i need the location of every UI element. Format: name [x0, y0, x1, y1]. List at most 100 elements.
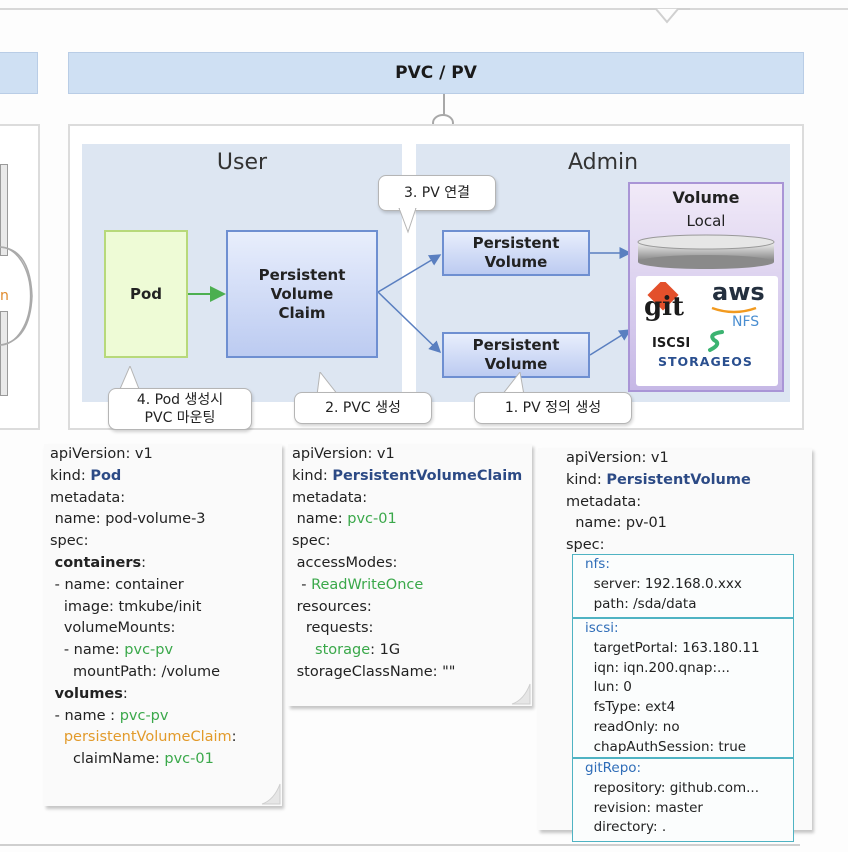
- pv-nfs-line-token: server: 192.168.0.xxx: [585, 575, 742, 592]
- header-connector-line: [443, 94, 445, 116]
- pvc-yaml-line: storage: 1G: [292, 640, 522, 662]
- pv1-label-2: Volume: [484, 253, 548, 271]
- pod-yaml-line: mountPath: /volume: [50, 662, 237, 684]
- pod-yaml-line-token: name: pod-volume-3: [50, 511, 206, 528]
- pod-yaml-line-token: containers: [54, 554, 142, 571]
- pvc-yaml-line-token: name:: [292, 511, 348, 528]
- pvc-yaml-page-curl: [511, 683, 531, 705]
- top-notch: [640, 8, 690, 24]
- pv-iscsi-line: lun: 0: [585, 678, 793, 698]
- pvc-yaml-line: storageClassName: "": [292, 662, 522, 684]
- pvc-yaml-line-token: kind:: [292, 467, 333, 484]
- pod-yaml-line: volumeMounts:: [50, 618, 237, 640]
- pvc-yaml-line-token: pvc-01: [347, 511, 397, 528]
- git-logo-text: git: [644, 292, 685, 322]
- pod-yaml-line-token: - name: container: [50, 576, 184, 593]
- left-panel-fragment: n: [0, 124, 40, 430]
- callout-pod-mount: 4. Pod 생성시 PVC 마운팅: [108, 388, 252, 430]
- pod-yaml-line-token: persistentVolumeClaim: [63, 729, 232, 746]
- pv-yaml-line-token: spec:: [566, 537, 605, 554]
- pod-yaml-line-token: :: [141, 554, 147, 571]
- storageos-logo-text: STORAGEOS: [658, 354, 753, 369]
- pod-yaml-line-token: - name:: [50, 642, 125, 659]
- arrow-pvc-to-pv2: [377, 291, 442, 354]
- pod-yaml-line: apiVersion: v1: [50, 444, 237, 466]
- pod-yaml-line-token: pvc-pv: [124, 642, 174, 659]
- pod-yaml-line: name: pod-volume-3: [50, 509, 237, 531]
- flow-arrows: [188, 247, 632, 356]
- pv-gitrepo-line: repository: github.com...: [585, 779, 793, 799]
- pod-yaml-line-token: apiVersion: v1: [50, 446, 153, 462]
- header-bar: PVC / PV: [68, 52, 804, 94]
- pvc-yaml-line: kind: PersistentVolumeClaim: [292, 466, 522, 488]
- volume-box: Volume Local git aws NFS ISCSI STORAGEOS: [628, 182, 784, 392]
- pv-iscsi-line-token: readOnly: no: [585, 718, 680, 735]
- pvc-yaml-line-token: requests:: [292, 620, 374, 637]
- left-circle-fragment: [0, 246, 33, 346]
- pv-box-2: Persistent Volume: [442, 332, 590, 378]
- pv-nfs-line: path: /sda/data: [585, 595, 793, 615]
- pv-yaml-line: metadata:: [566, 492, 751, 514]
- pod-yaml-line-token: :: [122, 685, 128, 702]
- callout-pvc-create-text: 2. PVC 생성: [325, 400, 401, 416]
- pod-yaml-line-token: [50, 729, 64, 745]
- pvc-yaml-line-token: ReadWriteOnce: [311, 576, 424, 593]
- pod-yaml-line-token: - name :: [50, 707, 120, 724]
- pv-yaml-line-token: apiVersion: v1: [566, 450, 669, 466]
- pod-yaml-line: - name: pvc-pv: [50, 640, 237, 662]
- pv-gitrepo-line-token: gitRepo:: [585, 760, 642, 776]
- pvc-yaml-line-token: storage: [315, 642, 371, 659]
- volume-local-label: Local: [686, 212, 726, 230]
- pv1-label-1: Persistent: [472, 234, 560, 252]
- left-box-fragment-bottom: [0, 311, 8, 396]
- pvc-yaml-line: resources:: [292, 597, 522, 619]
- pv2-label-2: Volume: [484, 355, 548, 373]
- pod-yaml-line: - name : pvc-pv: [50, 706, 237, 728]
- pvc-yaml-line: metadata:: [292, 488, 522, 510]
- pod-yaml-line: image: tmkube/init: [50, 597, 237, 619]
- arrow-pv2-to-volume: [589, 329, 632, 356]
- aws-smile-icon: [711, 306, 757, 314]
- pv-iscsi-section: iscsi: targetPortal: 163.180.11 iqn: iqn…: [572, 618, 794, 758]
- pod-yaml-line-token: metadata:: [50, 489, 126, 506]
- aws-logo-text: aws: [712, 278, 765, 306]
- pvc-yaml-line: name: pvc-01: [292, 509, 522, 531]
- pvc-yaml-line: - ReadWriteOnce: [292, 575, 522, 597]
- pv-gitrepo-line-token: revision: master: [585, 799, 703, 816]
- pvc-yaml-line: accessModes:: [292, 553, 522, 575]
- pod-yaml-line-token: mountPath: /volume: [50, 663, 221, 680]
- pv-yaml-line-token: metadata:: [566, 493, 642, 510]
- pod-yaml-line-token: claimName:: [50, 751, 165, 768]
- volume-title: Volume: [672, 188, 740, 207]
- pv-iscsi-line: iscsi:: [585, 619, 793, 639]
- storage-logos: git aws NFS ISCSI STORAGEOS: [636, 276, 778, 386]
- pv-gitrepo-line: revision: master: [585, 799, 793, 819]
- pod-yaml-line-token: volumeMounts:: [50, 620, 176, 637]
- pv-iscsi-line-token: iscsi:: [585, 620, 619, 636]
- git-logo-icon: [647, 282, 679, 311]
- pvc-yaml-line-token: -: [292, 576, 312, 593]
- pod-yaml-line-token: image: tmkube/init: [50, 598, 202, 615]
- pv-iscsi-line: chapAuthSession: true: [585, 738, 793, 758]
- pod-yaml-line-token: pvc-pv: [119, 707, 169, 724]
- pod-yaml-line: metadata:: [50, 488, 237, 510]
- user-zone-title: User: [216, 150, 268, 175]
- pod-box: Pod: [104, 230, 188, 358]
- pv-iscsi-line-token: targetPortal: 163.180.11: [585, 639, 760, 656]
- pod-yaml-line-token: volumes: [54, 685, 123, 702]
- pvc-yaml-line-token: [292, 642, 315, 658]
- top-divider: [0, 8, 848, 10]
- bottom-divider: [0, 844, 800, 846]
- callout-pv-connect: 3. PV 연결: [378, 175, 496, 211]
- storageos-swirl-icon: [708, 330, 724, 352]
- pod-yaml-line: persistentVolumeClaim:: [50, 727, 237, 749]
- left-header-fragment: [0, 52, 38, 94]
- pod-yaml-line: - name: container: [50, 575, 237, 597]
- disk-icon: [637, 234, 775, 269]
- pv-iscsi-line: iqn: iqn.200.qnap:...: [585, 659, 793, 679]
- pv-iscsi-line-token: chapAuthSession: true: [585, 738, 747, 755]
- pv-iscsi-line: targetPortal: 163.180.11: [585, 639, 793, 659]
